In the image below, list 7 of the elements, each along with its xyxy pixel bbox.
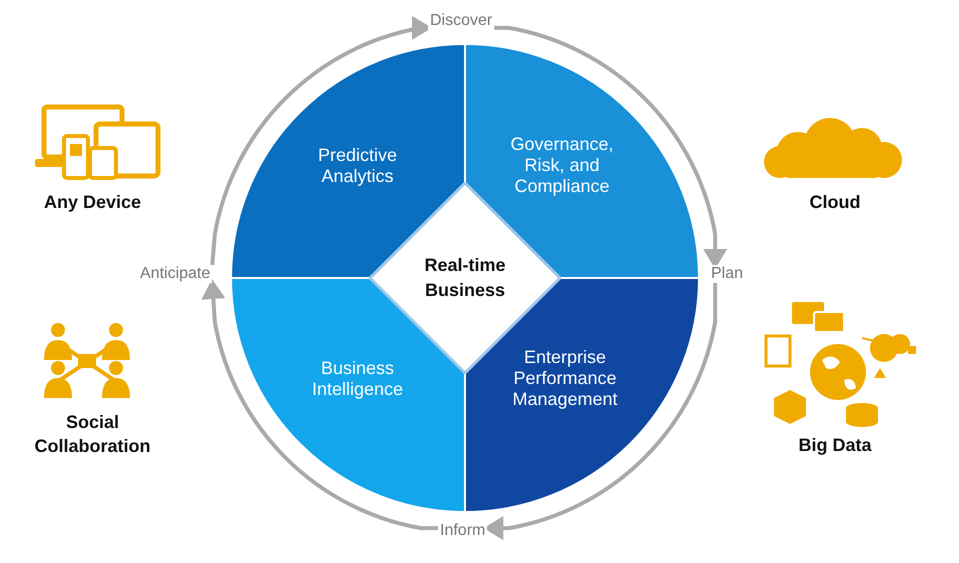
category-label: Any Device xyxy=(42,191,142,214)
category-label: Social Collaboration xyxy=(34,411,152,458)
stage-label: Discover xyxy=(428,12,494,30)
stage-label: Anticipate xyxy=(138,265,212,283)
category-label: Big Data xyxy=(797,434,873,457)
category-label: Cloud xyxy=(808,191,862,214)
cycle-arrow xyxy=(201,279,438,530)
